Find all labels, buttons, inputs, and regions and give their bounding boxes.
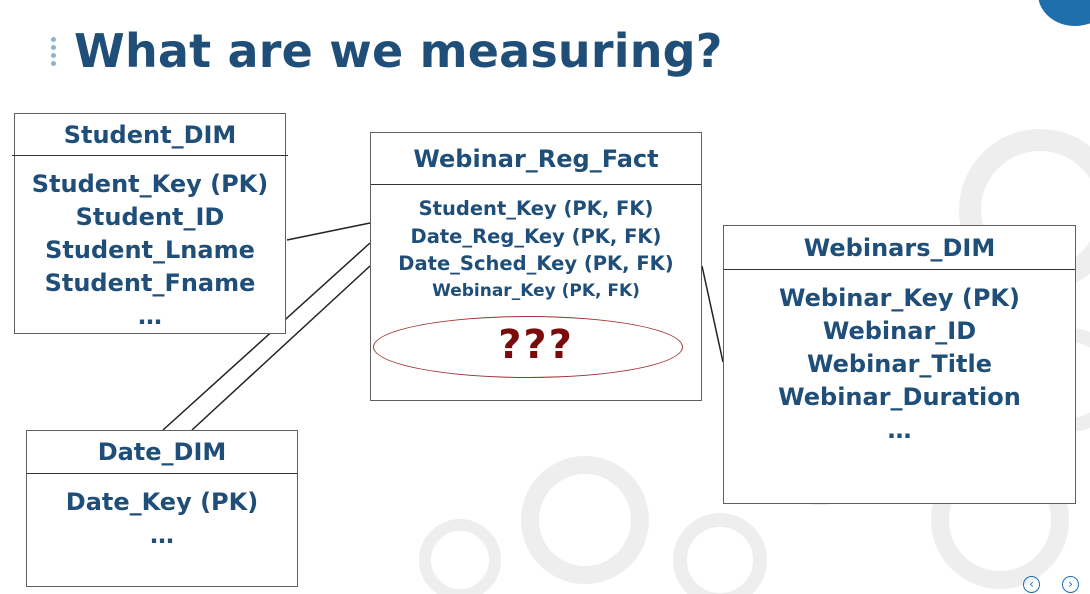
title-bullet-icon bbox=[51, 37, 57, 69]
field-row: Webinar_Key (PK, FK) bbox=[432, 280, 640, 301]
date-dim-header: Date_DIM bbox=[27, 431, 297, 474]
field-row: Webinar_Title bbox=[807, 350, 992, 378]
student-fact-connector bbox=[286, 222, 371, 241]
webinars-dim-fields: Webinar_Key (PK) Webinar_ID Webinar_Titl… bbox=[724, 270, 1075, 447]
field-row: Webinar_Key (PK) bbox=[779, 284, 1020, 312]
field-row: … bbox=[887, 416, 912, 444]
fact-fields: Student_Key (PK, FK) Date_Reg_Key (PK, F… bbox=[371, 185, 701, 305]
student-dim-header: Student_DIM bbox=[12, 114, 288, 156]
date-reg-connector bbox=[162, 242, 371, 431]
date-dim-fields: Date_Key (PK) … bbox=[27, 474, 297, 552]
field-row: Student_ID bbox=[75, 203, 225, 231]
slide-title: What are we measuring? bbox=[74, 24, 723, 78]
field-row: Date_Reg_Key (PK, FK) bbox=[410, 224, 662, 248]
chevron-left-circle-icon[interactable]: ‹ bbox=[1023, 576, 1040, 593]
student-dim-fields: Student_Key (PK) Student_ID Student_Lnam… bbox=[15, 156, 285, 333]
field-row: … bbox=[150, 521, 174, 549]
field-row: Date_Sched_Key (PK, FK) bbox=[398, 252, 674, 275]
measure-ellipse bbox=[373, 316, 683, 378]
webinars-dim-header: Webinars_DIM bbox=[724, 226, 1075, 270]
date-dim-table: Date_DIM Date_Key (PK) … bbox=[26, 430, 298, 587]
chevron-right-circle-icon[interactable]: › bbox=[1062, 576, 1079, 593]
field-row: Date_Key (PK) bbox=[65, 488, 259, 516]
field-row: Student_Key (PK) bbox=[31, 170, 269, 198]
student-dim-table: Student_DIM Student_Key (PK) Student_ID … bbox=[12, 113, 288, 334]
field-row: Student_Fname bbox=[44, 269, 256, 297]
fact-header: Webinar_Reg_Fact bbox=[371, 133, 701, 185]
date-sched-connector bbox=[191, 265, 371, 431]
field-row: … bbox=[138, 302, 162, 330]
field-row: Webinar_ID bbox=[822, 317, 977, 345]
webinars-dim-table: Webinars_DIM Webinar_Key (PK) Webinar_ID… bbox=[723, 225, 1076, 504]
measure-placeholder: ??? bbox=[498, 322, 574, 368]
field-row: Student_Lname bbox=[45, 236, 255, 264]
field-row: Student_Key (PK, FK) bbox=[418, 197, 654, 220]
webinar-fact-connector bbox=[701, 265, 724, 363]
webinar-reg-fact-table: Webinar_Reg_Fact Student_Key (PK, FK) Da… bbox=[370, 132, 702, 401]
field-row: Webinar_Duration bbox=[778, 383, 1021, 411]
